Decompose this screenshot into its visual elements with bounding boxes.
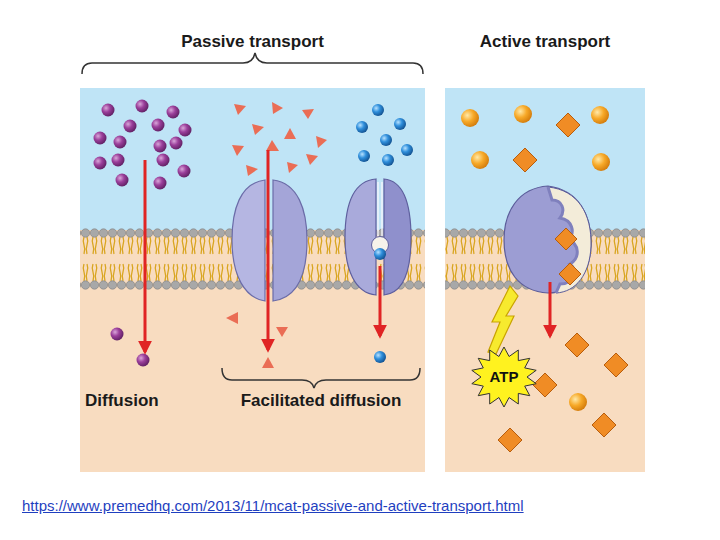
molecule [380, 134, 392, 146]
molecule [111, 328, 124, 341]
molecule [565, 333, 589, 357]
molecule [461, 109, 479, 127]
molecule [471, 151, 489, 169]
molecule [592, 413, 616, 437]
carrier-protein [384, 179, 411, 295]
solute-molecules [94, 100, 192, 367]
movement-arrow [144, 160, 147, 352]
pump-cavity [548, 187, 591, 293]
carrier-protein [345, 179, 376, 295]
molecule-name: ATP [470, 368, 538, 386]
molecule [372, 104, 384, 116]
molecule [152, 119, 165, 132]
molecule [272, 102, 283, 114]
channel-protein [273, 180, 307, 301]
bracket [222, 368, 420, 388]
molecule [157, 154, 170, 167]
process-label: Facilitated diffusion [222, 391, 420, 411]
molecule [533, 373, 557, 397]
bracket [82, 53, 423, 74]
molecule [498, 428, 522, 452]
molecule [262, 357, 274, 368]
molecule [234, 104, 246, 115]
molecule [179, 124, 192, 137]
molecule [112, 154, 125, 167]
molecule [116, 174, 129, 187]
molecule [154, 177, 167, 190]
molecule [137, 354, 150, 367]
solute-molecules [461, 105, 610, 411]
molecule [232, 145, 244, 156]
molecule [154, 140, 167, 153]
channel-protein [232, 180, 265, 301]
molecule [136, 100, 149, 113]
movement-arrow [379, 266, 382, 336]
molecule [287, 162, 298, 173]
process-label: Diffusion [85, 391, 159, 411]
molecule [246, 165, 258, 176]
molecule [114, 136, 127, 149]
molecule [559, 263, 581, 285]
molecule [284, 128, 296, 139]
source-url: https://www.premedhq.com/2013/11/mcat-pa… [22, 497, 524, 514]
solute-molecules [226, 102, 327, 368]
molecule [306, 154, 318, 165]
molecule [124, 120, 137, 133]
molecule [170, 137, 183, 150]
molecule [178, 165, 191, 178]
molecule [374, 248, 386, 260]
molecule [356, 121, 368, 133]
molecule [604, 353, 628, 377]
molecule [94, 157, 107, 170]
movement-arrow [549, 282, 552, 336]
molecule [266, 140, 279, 151]
panel-heading: Passive transport [80, 32, 425, 52]
carrier-slit [378, 182, 382, 236]
molecule [252, 124, 264, 135]
molecule [94, 132, 107, 145]
molecule [226, 312, 238, 324]
molecule [513, 148, 537, 172]
atp-burst: ATP [470, 346, 538, 408]
panel-group: Active transportATP [445, 28, 645, 472]
molecule [592, 153, 610, 171]
molecule [555, 228, 577, 250]
panel-heading: Active transport [445, 32, 645, 52]
molecule [569, 393, 587, 411]
molecule [167, 106, 180, 119]
pump-protein [504, 186, 591, 293]
molecule [401, 144, 413, 156]
molecule [276, 327, 288, 337]
molecule [374, 351, 386, 363]
solute-molecules [356, 104, 413, 363]
molecule [358, 150, 370, 162]
energy-bolt [488, 286, 518, 354]
molecule [302, 109, 314, 119]
molecule [382, 154, 394, 166]
molecule [556, 113, 580, 137]
movement-arrow [267, 150, 270, 350]
molecule [102, 104, 115, 117]
molecule [591, 106, 609, 124]
molecule [316, 136, 327, 148]
molecule [394, 118, 406, 130]
molecule [514, 105, 532, 123]
